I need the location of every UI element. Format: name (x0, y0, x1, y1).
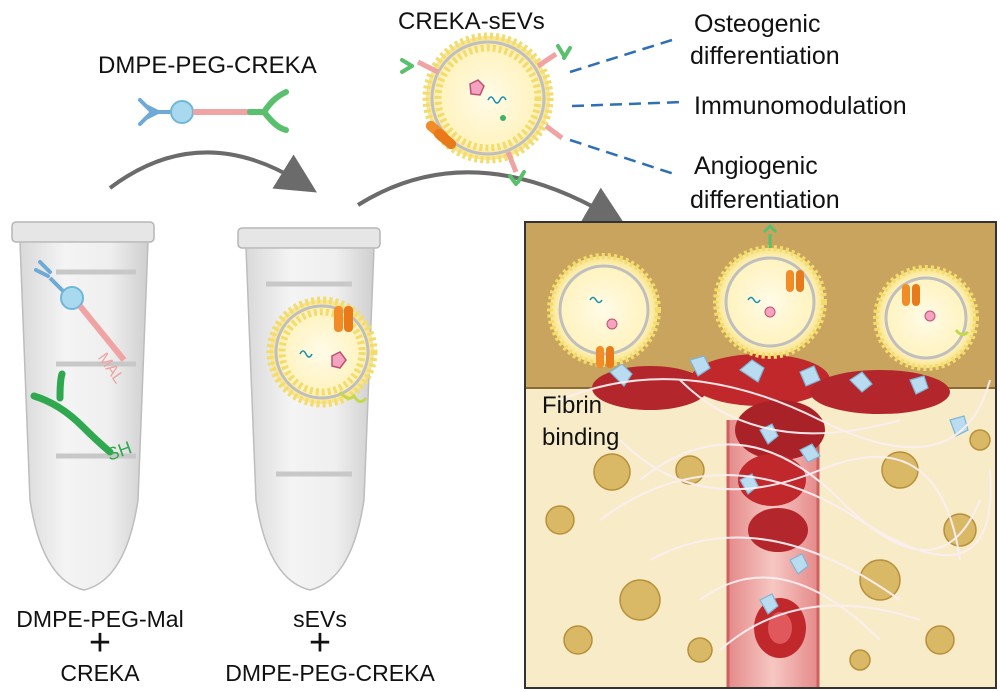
creka-vesicle-icon (400, 32, 572, 186)
fibrin-fibers (559, 378, 992, 651)
tube1-plus: + (88, 622, 112, 664)
tissue-frame (524, 221, 997, 689)
effect-connector (569, 38, 673, 74)
tissue-vesicle-icon (547, 253, 661, 368)
effect-angiogenic-line2: differentiation (690, 186, 840, 214)
creka-peptide-icon (247, 89, 289, 133)
vesicle-icon (266, 296, 378, 408)
effect-connector (569, 138, 675, 176)
effect-angiogenic-line1: Angiogenic (694, 152, 818, 180)
effect-connector (571, 100, 685, 108)
tube1-caption-top: DMPE-PEG-Mal (16, 606, 184, 632)
effect-osteogenic-line2: differentiation (690, 42, 840, 70)
tissue-vesicle-icon (873, 265, 979, 371)
curved-arrow-icon (356, 170, 626, 226)
tissue-vesicle-icon (713, 223, 827, 359)
curved-arrow-icon (108, 150, 318, 193)
tube2-caption-bottom: DMPE-PEG-CREKA (225, 660, 435, 686)
tissue-cells (545, 429, 991, 671)
effect-osteogenic-line1: Osteogenic (694, 10, 821, 38)
fibrin-clot (592, 354, 969, 658)
tissue-panel (525, 222, 996, 688)
tube-1 (11, 221, 155, 591)
fibrin-binding-line1: Fibrin (542, 392, 603, 419)
lipid-anchor-icon (138, 98, 163, 126)
linker-molecule (138, 89, 289, 133)
tube2-caption-top: sEVs (293, 606, 347, 632)
effect-immunomodulation: Immunomodulation (694, 92, 907, 120)
tube-2 (237, 227, 381, 591)
tube1-caption-bottom: CREKA (60, 660, 140, 686)
fibrin-binding-line2: binding (542, 424, 620, 451)
linker-label: DMPE-PEG-CREKA (98, 52, 317, 79)
vesicle-label: CREKA-sEVs (398, 8, 545, 35)
tube2-plus: + (308, 622, 332, 664)
